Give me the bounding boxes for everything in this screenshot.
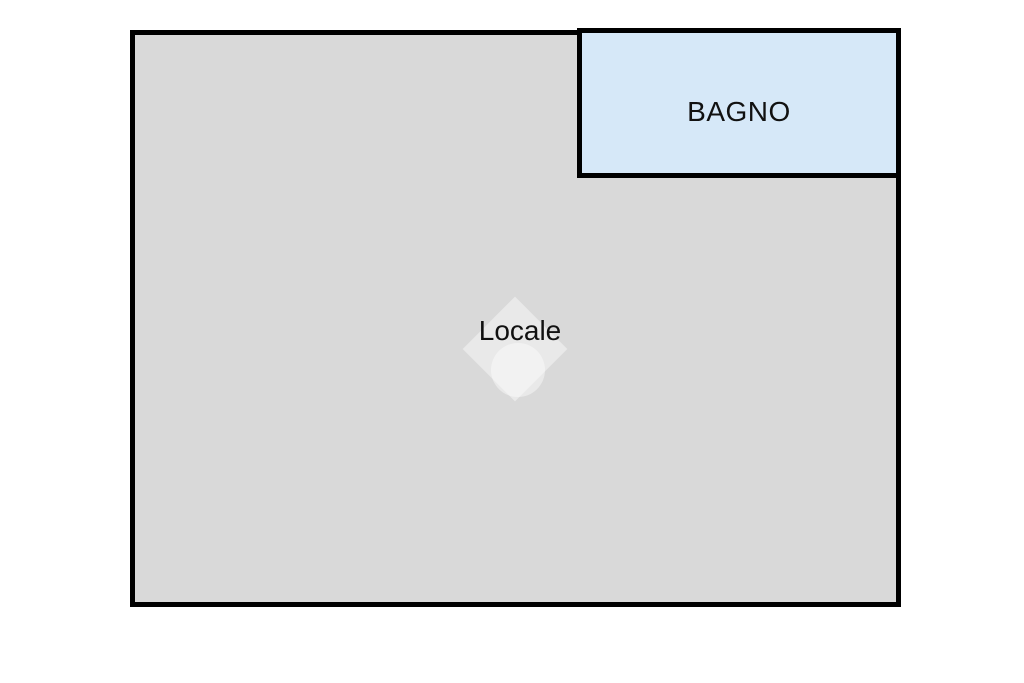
- room-label-locale: Locale: [478, 315, 562, 346]
- watermark-diamond-icon: [462, 296, 568, 402]
- room-bagno: BAGNO: [577, 28, 901, 178]
- watermark-circle-icon: [491, 343, 545, 397]
- room-label-bagno: BAGNO: [687, 96, 791, 127]
